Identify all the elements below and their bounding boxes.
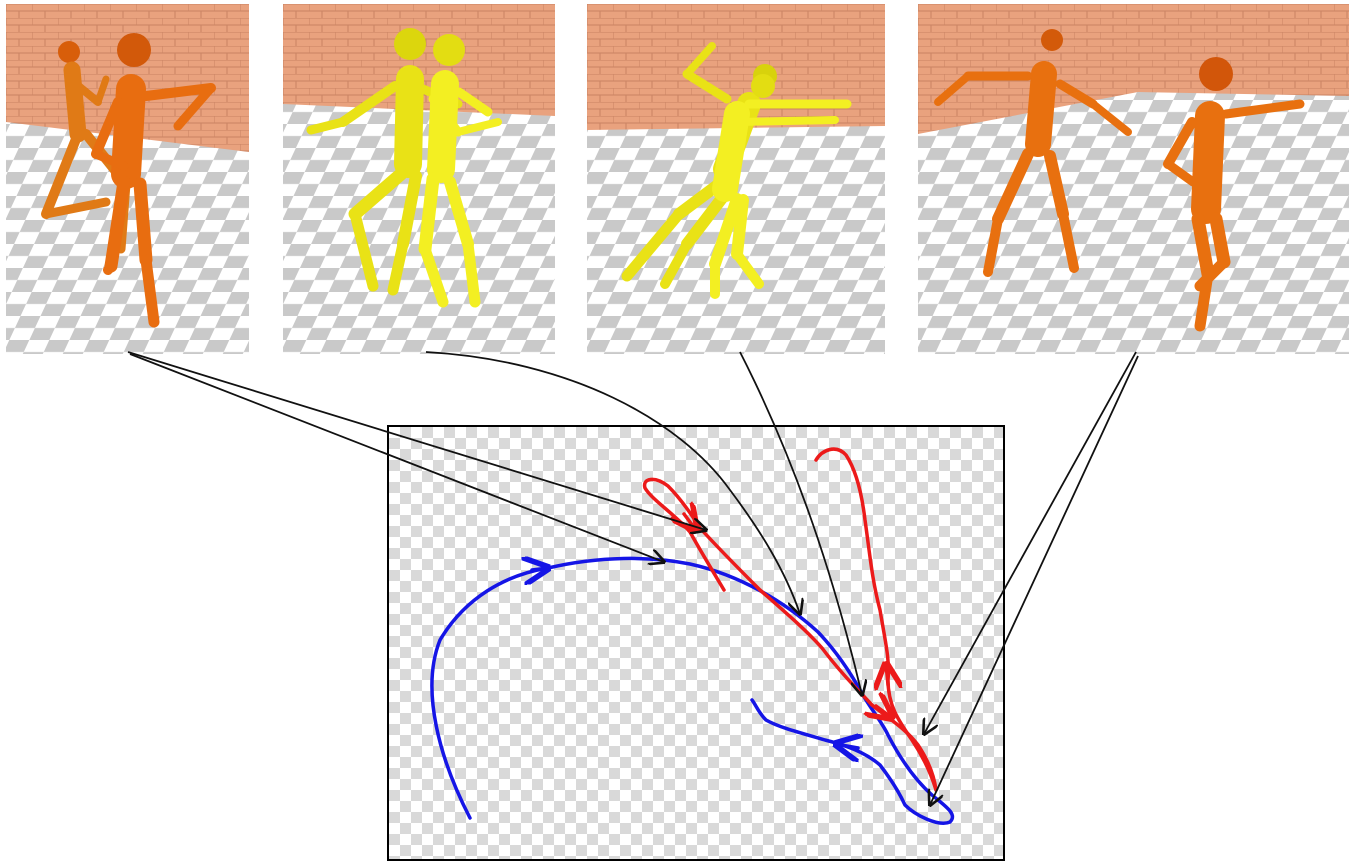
figure-back — [306, 28, 463, 296]
pointer-arrows — [127, 351, 1139, 805]
figure-front — [709, 74, 852, 299]
figure-front — [418, 34, 502, 308]
pose-panel-3 — [587, 4, 885, 354]
figure-left — [934, 29, 1132, 277]
pointer-arrow-4a — [924, 351, 1137, 734]
brick-wall — [283, 4, 555, 116]
figure-right — [1163, 57, 1305, 332]
brick-wall — [587, 4, 885, 130]
brick-wall — [918, 4, 1349, 134]
pose-panel-1 — [6, 4, 249, 354]
pointer-arrow-1b — [129, 353, 664, 562]
pointer-arrow-1a — [127, 351, 706, 530]
red-trajectory — [642, 447, 938, 792]
pose-panel-2 — [283, 4, 555, 354]
pointer-arrow-2 — [425, 351, 800, 614]
blue-trajectory — [430, 558, 955, 825]
figure-front — [91, 33, 216, 328]
pointer-arrow-4b — [930, 355, 1139, 805]
pose-panel-4 — [918, 4, 1349, 354]
trajectory-plot — [387, 425, 1005, 861]
pointer-arrow-3 — [739, 351, 862, 695]
